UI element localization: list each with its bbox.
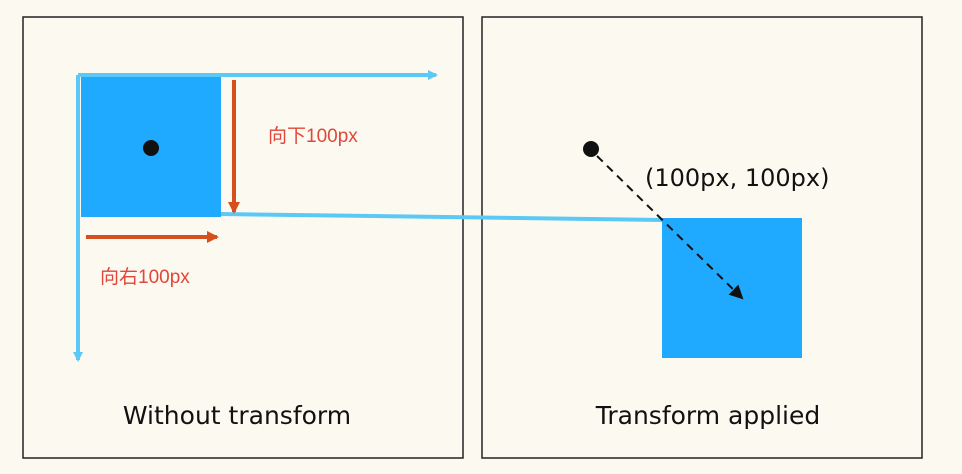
right-panel-frame [481, 16, 923, 459]
displacement-arrow [596, 155, 744, 300]
left-panel-caption: Without transform [123, 401, 351, 430]
reference-dot [583, 141, 599, 157]
offset-label: (100px, 100px) [645, 164, 829, 192]
connector-line [220, 212, 664, 222]
right-panel-caption: Transform applied [595, 401, 821, 430]
right-offset-label: 向右100px [100, 266, 190, 288]
original-center-dot [143, 140, 159, 156]
down-offset-label: 向下100px [268, 125, 358, 147]
left-panel-frame [22, 16, 464, 459]
